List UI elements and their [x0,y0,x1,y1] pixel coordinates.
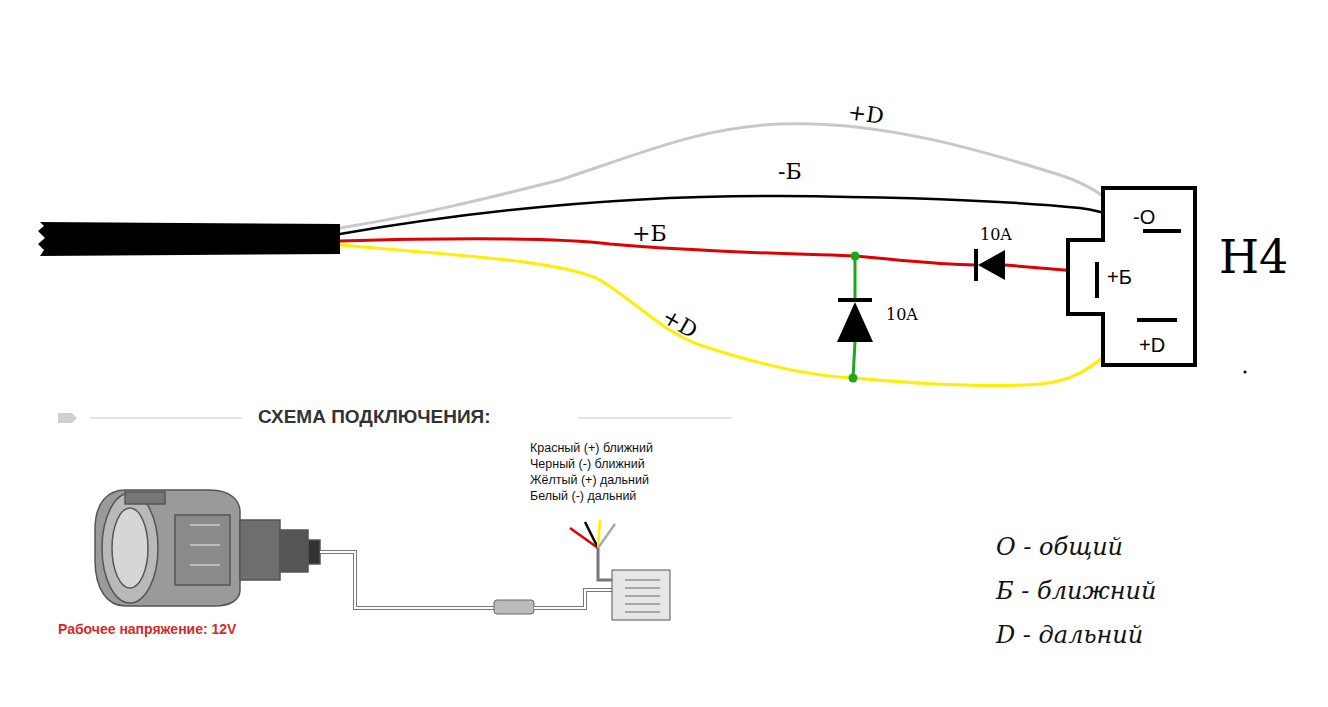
headlight-illustration [95,490,320,606]
dot [1244,371,1247,374]
diode-symbol [837,302,873,342]
current-rating: 10A [886,306,918,324]
wire-color-note: Черный (-) ближний [530,458,645,472]
legend-note: D - дальний [996,622,1143,648]
terminal-label: +D [1139,334,1165,356]
ballast-cable [534,590,612,608]
legend-note: Б - ближний [996,578,1156,604]
current-rating: 10A [980,226,1012,244]
wire-color-note: Белый (-) дальний [530,490,636,504]
cable-connector [494,600,534,614]
terminal-label: -О [1133,206,1155,228]
wire-label: +Б [632,222,667,246]
wire-label: -Б [778,160,802,184]
diode-symbol [978,250,1005,280]
ballast-cable [534,590,612,608]
wire-label: +D [846,100,885,129]
header-tab [58,413,77,423]
green-wire [854,256,857,298]
terminal-blade [1137,318,1177,322]
grey-wire [340,124,1133,228]
lamp-cable [320,552,498,608]
diode-bar [974,249,978,281]
lamp-cable [320,552,498,608]
black-wire [340,196,1133,234]
terminal-blade [1143,229,1181,233]
ballast-box [612,570,670,620]
legend-note: О - общий [996,534,1123,560]
junction-dot [849,374,858,383]
ballast-fins [625,580,660,612]
terminal-label: +Б [1107,266,1132,288]
voltage-note: Рабочее напряжение: 12V [58,622,236,637]
ballast-leads [598,548,612,580]
header-rule [90,417,242,419]
junction-dot [851,252,860,261]
wire-color-note: Красный (+) ближний [530,442,653,456]
lead-white [598,524,615,548]
yellow-wire [340,245,1131,386]
lead-black [585,522,598,548]
header-rule [578,417,732,419]
wire-color-note: Жёлтый (+) дальний [530,474,649,488]
housing-outline [1068,188,1195,365]
wire-label: +D [658,305,701,344]
connector-name: H4 [1219,232,1288,283]
connector-housing: -О+Б+DH4 [1063,186,1197,367]
green-wire [853,342,855,378]
diode-bar [838,298,872,302]
section-title: СХЕМА ПОДКЛЮЧЕНИЯ: [258,407,491,428]
terminal-blade [1095,262,1099,298]
cable-bundle [38,222,340,256]
